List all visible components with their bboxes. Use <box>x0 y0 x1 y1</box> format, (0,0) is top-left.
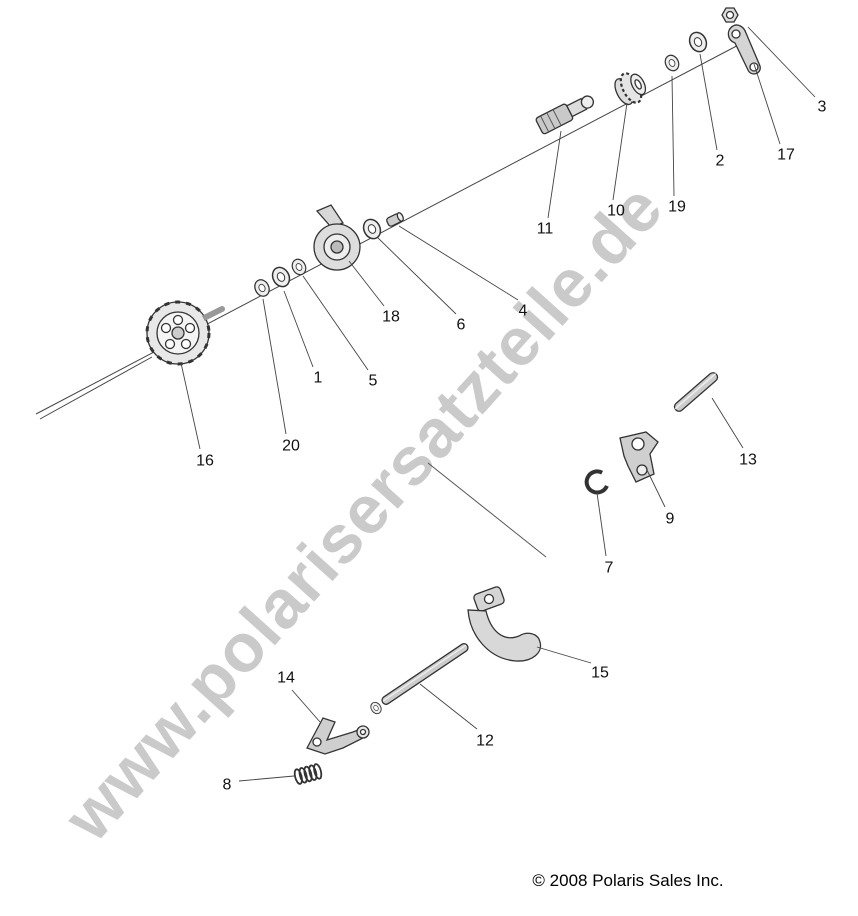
callout-label-1: 1 <box>314 370 323 387</box>
leader-line-16 <box>180 362 201 450</box>
callout-label-10: 10 <box>607 203 625 220</box>
callout-label-13: 13 <box>739 452 757 469</box>
part-17-lever <box>727 24 761 75</box>
part-7-eclip <box>584 469 609 495</box>
callout-label-15: 15 <box>591 665 609 682</box>
leader-line-7 <box>596 492 607 557</box>
part-19-washer <box>662 52 682 74</box>
leader-line-5 <box>302 275 369 371</box>
callout-label-6: 6 <box>457 317 466 334</box>
callout-label-2: 2 <box>716 153 725 170</box>
leader-line-19 <box>671 75 675 197</box>
part-12-rod <box>368 643 469 717</box>
leader-line-8 <box>238 775 295 782</box>
leader-line-13 <box>711 397 744 449</box>
leader-line-18 <box>348 260 385 307</box>
callout-label-7: 7 <box>605 560 614 577</box>
part-11-plunger <box>535 95 595 135</box>
callout-label-20: 20 <box>282 438 300 455</box>
leader-line-10 <box>612 102 628 201</box>
leader-line-9 <box>645 467 666 508</box>
leader-line-4 <box>398 225 519 301</box>
leader-line-6 <box>376 236 457 315</box>
callout-label-5: 5 <box>369 373 378 390</box>
leader-line-17 <box>753 63 781 145</box>
part-1-washer <box>268 263 294 291</box>
part-6-washer <box>359 215 385 243</box>
callout-label-4: 4 <box>519 303 528 320</box>
leader-line-3 <box>747 26 816 98</box>
part-20-washer <box>251 276 273 300</box>
callout-label-9: 9 <box>666 511 675 528</box>
callout-label-16: 16 <box>196 453 214 470</box>
part-15-shift-fork <box>467 586 542 662</box>
part-16-gear <box>145 300 225 366</box>
leader-line-11 <box>547 130 562 219</box>
callout-label-17: 17 <box>777 147 795 164</box>
callout-label-3: 3 <box>818 99 827 116</box>
watermark-text: www.polarisersatzteile.de <box>49 170 678 856</box>
callout-label-12: 12 <box>476 733 494 750</box>
leader-line-14 <box>291 689 321 723</box>
part-10-gear-set <box>614 72 647 106</box>
callout-label-19: 19 <box>668 199 686 216</box>
part-2-washer <box>685 28 711 56</box>
part-14-shift-pawl <box>306 717 370 755</box>
part-5-clip <box>289 256 309 278</box>
callout-label-14: 14 <box>277 670 295 687</box>
copyright-text: © 2008 Polaris Sales Inc. <box>532 871 723 890</box>
callout-label-8: 8 <box>223 777 232 794</box>
part-4-pin <box>386 212 404 227</box>
leader-line-1 <box>283 290 314 368</box>
part-8-spring <box>293 763 323 785</box>
leader-line-20 <box>262 298 287 435</box>
part-9-shift-arm <box>619 431 659 483</box>
callout-label-18: 18 <box>382 309 400 326</box>
part-18-cam-plate <box>313 204 361 271</box>
part-13-rod <box>673 372 719 412</box>
callout-label-11: 11 <box>537 221 554 238</box>
leader-line-12 <box>419 683 478 730</box>
part-3-nut <box>721 7 739 23</box>
leader-line-2 <box>699 53 718 151</box>
leader-line-15 <box>536 646 592 664</box>
